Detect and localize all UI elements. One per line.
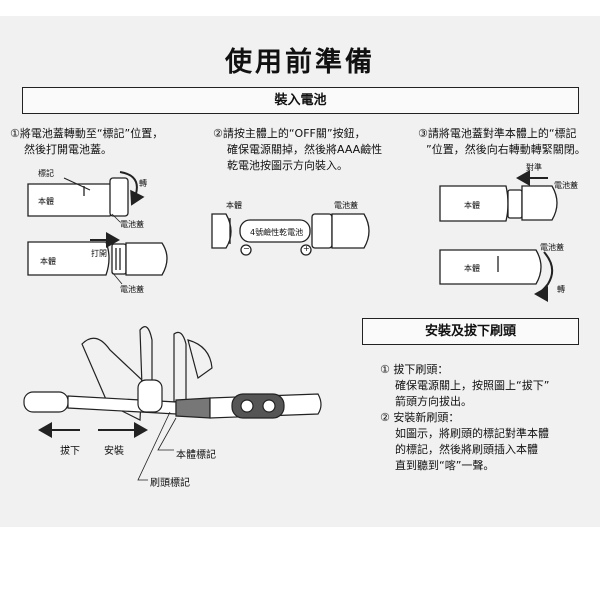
step1-cover-label: 電池蓋 <box>120 220 144 229</box>
step2-battery-label: 4號鹼性乾電池 <box>250 228 304 237</box>
step1-line: 然後打開電池蓋。 <box>24 143 112 156</box>
step3-align-label: 對準 <box>526 163 542 172</box>
step1-open-label: 打開 <box>91 249 107 258</box>
install-label: 安裝 <box>104 446 124 457</box>
install-line: 的標記，然後將刷頭插入本體 <box>395 443 538 456</box>
step2-cover-label: 電池蓋 <box>334 201 358 210</box>
remove-line: 箭頭方向拔出。 <box>395 395 472 408</box>
step1-body-label: 本體 <box>38 197 54 206</box>
step2-line: 乾電池按圖示方向裝入。 <box>227 159 348 172</box>
pull-label: 拔下 <box>60 446 80 457</box>
step1-rotate-label: 轉 <box>139 179 147 188</box>
remove-title: ① 拔下刷頭： <box>380 363 449 376</box>
step2-line: 確保電源關掉，然後將AAA鹼性 <box>227 143 383 156</box>
head-mark-label: 刷頭標記 <box>150 478 190 489</box>
battery-step1-text: ①將電池蓋轉動至“標記”位置， 然後打開電池蓋。 <box>10 126 163 158</box>
install-line: 如圖示，將刷頭的標記對準本體 <box>395 427 549 440</box>
rotate-arrow <box>119 171 145 206</box>
battery-step3-text: ③請將電池蓋對準本體上的“標記 ”位置，然後向右轉動轉緊關閉。 <box>418 126 586 158</box>
step3-device-top <box>439 185 558 222</box>
step2-plus-label: + <box>303 244 310 253</box>
step3-body-label-2: 本體 <box>464 264 480 273</box>
page-title: 使用前準備 <box>225 47 375 78</box>
step2-body-label: 本體 <box>226 201 242 210</box>
step3-rotate-label: 轉 <box>557 285 565 294</box>
install-line: 直到聽到“喀”一聲。 <box>395 459 495 472</box>
body-mark-label: 本體標記 <box>176 450 216 461</box>
brush-section-title: 安裝及拔下刷頭 <box>424 324 516 339</box>
step3-cover-label: 電池蓋 <box>554 181 578 190</box>
step3-cover-label-2: 電池蓋 <box>540 243 564 252</box>
step3-body-label: 本體 <box>464 201 480 210</box>
step2-device <box>211 213 370 256</box>
toothbrush-diagram <box>23 326 322 421</box>
brush-section-header: 安裝及拔下刷頭 <box>362 318 579 345</box>
battery-section-title: 裝入電池 <box>274 93 327 108</box>
battery-section-header: 裝入電池 <box>22 87 579 114</box>
install-title: ② 安裝新刷頭： <box>380 411 460 424</box>
step1-device-top <box>27 177 129 217</box>
step1-body-label-2: 本體 <box>40 257 56 266</box>
step3-device-bottom <box>439 249 542 285</box>
step1-line: ①將電池蓋轉動至“標記”位置， <box>10 127 164 140</box>
step1-mark-label: 標記 <box>38 169 54 178</box>
rotate-arrow-3 <box>534 251 554 302</box>
brush-instructions: ① 拔下刷頭： 確保電源關上，按照圖上“拔下” 箭頭方向拔出。 ② 安裝新刷頭：… <box>380 362 549 474</box>
remove-line: 確保電源關上，按照圖上“拔下” <box>395 379 550 392</box>
step1-device-bottom <box>27 241 168 276</box>
step2-minus-label: − <box>243 244 250 253</box>
battery-step2-text: ②請按主體上的“OFF關”按鈕， 確保電源關掉，然後將AAA鹼性 乾電池按圖示方… <box>213 126 382 174</box>
step3-line: ③請將電池蓋對準本體上的“標記 <box>418 127 577 140</box>
step1-cover-label-2: 電池蓋 <box>120 285 144 294</box>
step3-line: ”位置，然後向右轉動轉緊關閉。 <box>426 143 586 156</box>
step2-line: ②請按主體上的“OFF關”按鈕， <box>213 127 366 140</box>
